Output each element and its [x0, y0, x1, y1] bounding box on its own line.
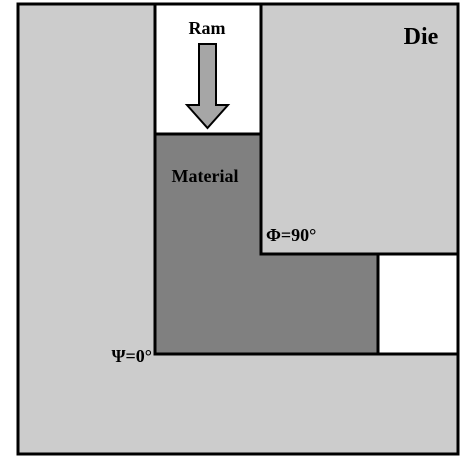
down-arrow-icon [184, 43, 231, 130]
exit-channel [376, 252, 460, 356]
material-billet [153, 132, 380, 356]
phi-angle-label: Φ=90° [266, 225, 316, 245]
ram-label: Ram [189, 18, 226, 38]
die-label: Die [404, 24, 439, 50]
material-label: Material [172, 166, 239, 186]
psi-angle-label: Ψ=0° [112, 346, 153, 366]
